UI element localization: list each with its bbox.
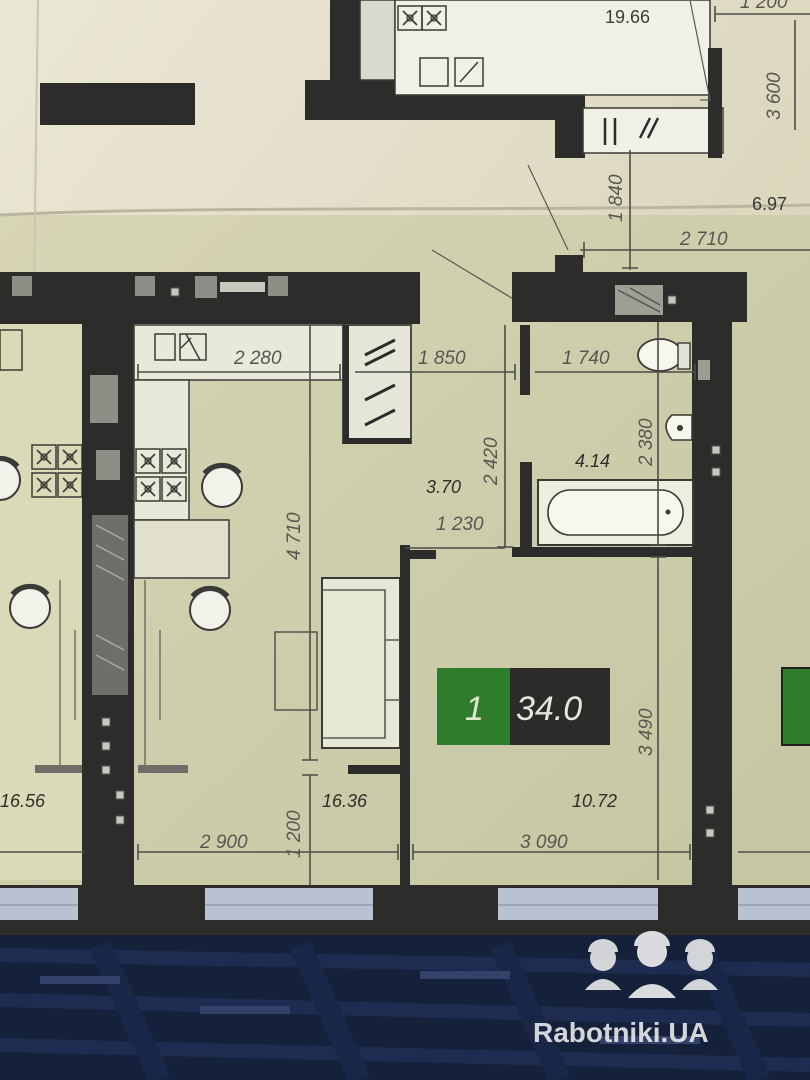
hall-wardrobe <box>342 324 436 885</box>
dim-2710: 2 710 <box>679 229 728 250</box>
bedroom-area: 10.72 <box>572 791 617 811</box>
badge-rooms: 1 <box>465 690 484 728</box>
left-unit-area: 16.56 <box>0 791 46 811</box>
hall-partition <box>400 545 410 885</box>
dim-2420: 2 420 <box>481 437 502 486</box>
dim-1200: 1 200 <box>284 810 305 858</box>
badge-total-area: 34.0 <box>516 690 582 728</box>
dim-line-2710 <box>580 242 810 258</box>
dim-2380: 2 380 <box>636 418 657 467</box>
watermark: Rabotniki.UA <box>533 931 718 1048</box>
dimension-lines <box>0 322 810 885</box>
dim-3090: 3 090 <box>520 832 568 853</box>
dim-top-right: 1 200 <box>740 0 788 13</box>
left-unit <box>0 320 85 880</box>
paper-fold <box>0 203 810 217</box>
badge-area-box <box>510 668 610 745</box>
dim-right-vertical: 3 600 <box>764 72 785 120</box>
dim-1840: 1 840 <box>606 174 627 222</box>
kitchen-living-area: 16.36 <box>322 791 368 811</box>
dim-1850: 1 850 <box>418 348 466 369</box>
floor-surface <box>0 935 810 1080</box>
dim-3490: 3 490 <box>636 708 657 756</box>
bathroom <box>512 325 694 557</box>
dim-2900: 2 900 <box>199 832 248 853</box>
dim-1740: 1 740 <box>562 348 610 369</box>
hall-area: 3.70 <box>426 477 461 497</box>
bathroom-area: 4.14 <box>575 451 610 471</box>
upper-plan <box>40 0 810 158</box>
leader-line <box>527 164 569 251</box>
dim-2280: 2 280 <box>233 348 282 369</box>
party-wall-right <box>692 318 732 933</box>
watermark-text: Rabotniki.UA <box>533 1017 709 1048</box>
leader-line-2 <box>431 249 516 301</box>
badge-rooms-box <box>437 668 510 745</box>
bottom-wall <box>0 885 810 935</box>
apartment-badge: 1 34.0 <box>437 667 810 746</box>
area-label-upper-right: 6.97 <box>752 194 787 214</box>
workers-helmet-icon <box>585 931 718 998</box>
upper-room-area: 19.66 <box>605 7 650 27</box>
kitchen-furniture <box>133 324 401 773</box>
dim-1230: 1 230 <box>436 514 484 535</box>
dim-4710: 4 710 <box>284 512 305 560</box>
